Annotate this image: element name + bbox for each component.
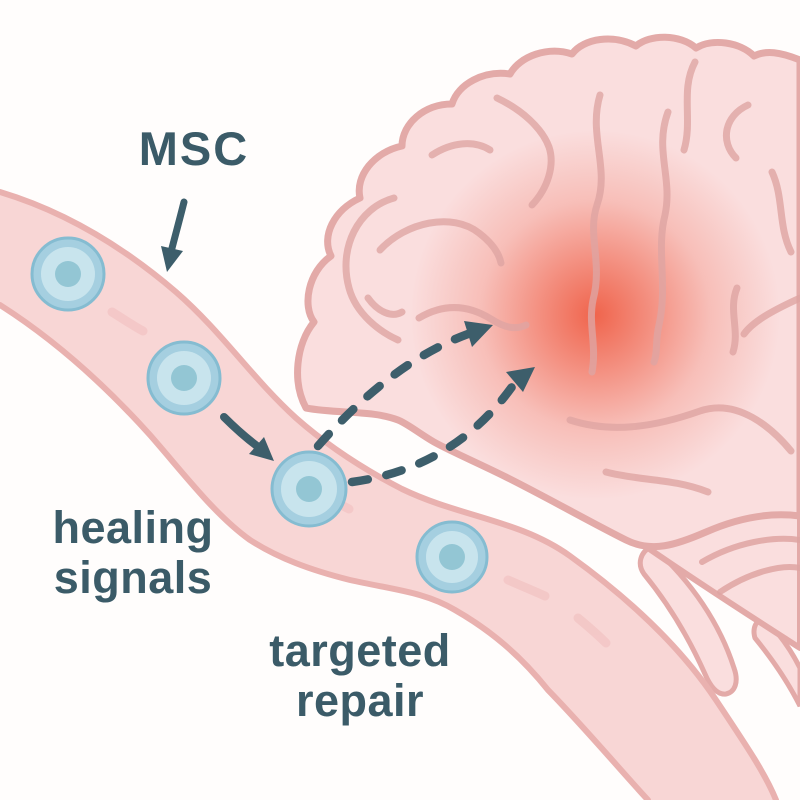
vessel-wall-lower bbox=[0, 302, 651, 800]
healing-signal-arrow-lower bbox=[347, 367, 535, 487]
healing-signal-arrow-upper bbox=[313, 321, 493, 451]
cell-nucleus bbox=[55, 261, 81, 287]
vessel-walls bbox=[0, 189, 779, 800]
sulcus-line bbox=[768, 168, 795, 256]
brain-sulci bbox=[342, 58, 800, 496]
vessel-streaks bbox=[107, 307, 611, 648]
sulcus-line bbox=[740, 294, 800, 338]
msc-label: MSC bbox=[138, 122, 250, 175]
sulcus-line bbox=[566, 404, 795, 455]
healing-signals-label: healing signals bbox=[28, 503, 238, 603]
brain-stem bbox=[637, 543, 800, 708]
targeted-repair-line1: targeted bbox=[269, 625, 451, 676]
sulcus-line bbox=[415, 304, 530, 332]
sulcus-line bbox=[342, 194, 402, 344]
vessel-streak bbox=[573, 613, 611, 648]
msc-cell bbox=[30, 236, 106, 312]
targeted-repair-line2: repair bbox=[295, 675, 425, 726]
vessel-wall-upper bbox=[0, 189, 779, 800]
msc-cell bbox=[270, 450, 348, 528]
msc-pointer-arrow bbox=[161, 198, 188, 272]
sulcus-line bbox=[364, 294, 406, 318]
cerebellum-fold-line bbox=[699, 535, 800, 565]
vessel-streak bbox=[107, 307, 148, 336]
arrow-head bbox=[506, 367, 535, 392]
sulcus-line bbox=[587, 91, 605, 376]
sulcus-line bbox=[729, 284, 741, 356]
sulcus-line bbox=[428, 140, 494, 159]
msc-cell bbox=[415, 520, 489, 594]
sulcus-line bbox=[493, 94, 555, 209]
cerebellum-fold-line bbox=[717, 564, 800, 595]
cell-nucleus bbox=[439, 544, 465, 570]
cell-nucleus bbox=[296, 476, 322, 502]
healing-signals-line2: signals bbox=[53, 552, 213, 603]
sulcus-line bbox=[650, 108, 672, 366]
vessel-streak bbox=[503, 575, 550, 601]
flow-arrow bbox=[220, 413, 274, 461]
msc-cell bbox=[146, 340, 222, 416]
sulcus-line bbox=[680, 58, 699, 154]
msc-cells bbox=[30, 236, 489, 594]
sulcus-line bbox=[376, 218, 505, 267]
cell-nucleus bbox=[171, 365, 197, 391]
arrow-head bbox=[249, 437, 274, 461]
sulcus-line bbox=[723, 101, 752, 162]
arrow-head bbox=[161, 246, 183, 272]
dashed-shaft bbox=[313, 329, 473, 451]
brain-stem-band bbox=[637, 543, 739, 697]
targeted-repair-label: targeted repair bbox=[248, 626, 472, 726]
brain-stem-band bbox=[751, 615, 800, 708]
sulcus-line bbox=[602, 468, 712, 496]
arrow-head bbox=[464, 321, 493, 347]
healing-signals-line1: healing bbox=[52, 502, 214, 553]
